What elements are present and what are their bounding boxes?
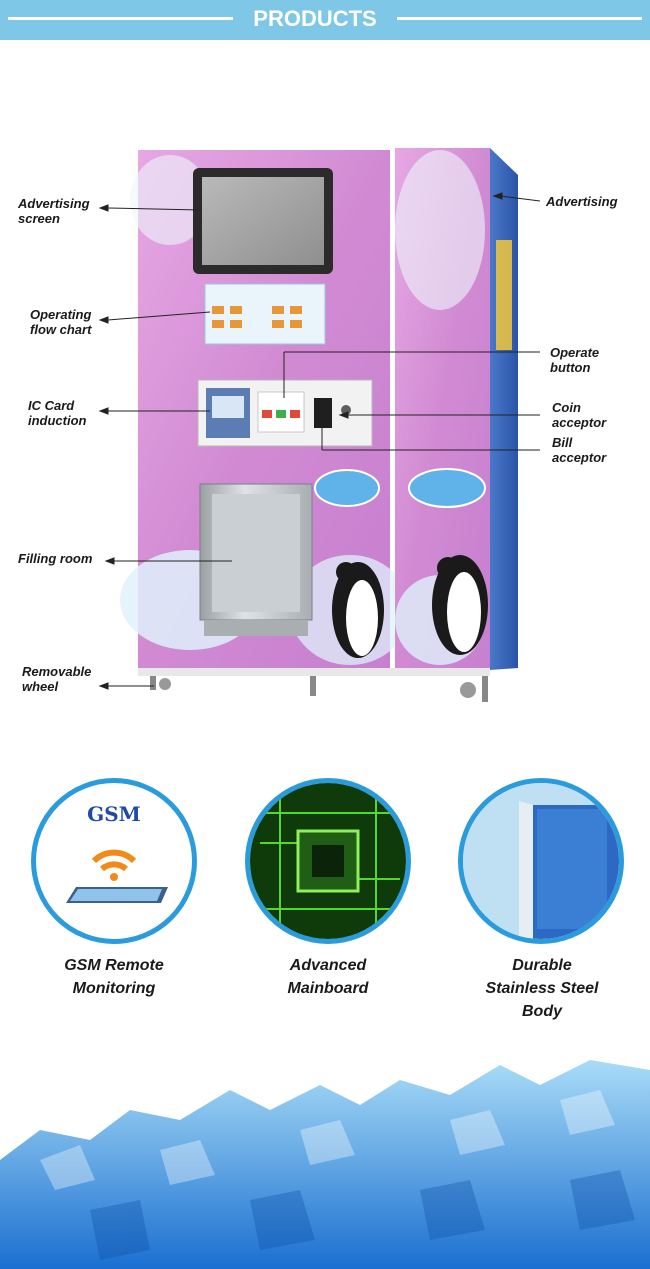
bill-acceptor-slot bbox=[314, 398, 332, 428]
callout-operating-flow-chart: Operating flow chart bbox=[30, 307, 92, 337]
gsm-badge: GSM bbox=[87, 802, 141, 826]
ice-logo-left bbox=[314, 469, 380, 507]
ice-vending-machine bbox=[98, 148, 541, 702]
control-panel bbox=[197, 379, 373, 447]
feature-gsm-label: GSM Remote Monitoring bbox=[64, 957, 164, 997]
feature-mainboard-circle bbox=[245, 778, 411, 944]
header-divider-right bbox=[397, 17, 642, 20]
advertising-screen bbox=[193, 168, 333, 274]
wheel-center bbox=[310, 676, 316, 696]
callout-ic-card: IC Card induction bbox=[28, 398, 87, 428]
callout-filling-room: Filling room bbox=[18, 551, 93, 566]
callout-bill-acceptor: Bill acceptor bbox=[552, 435, 607, 465]
machine-side-panel bbox=[490, 148, 518, 670]
wheel-left bbox=[150, 676, 171, 690]
penguin-right bbox=[432, 555, 488, 655]
feature-steel-circle bbox=[458, 778, 624, 944]
page-title: PRODUCTS bbox=[253, 6, 377, 31]
callout-advertising-screen: Advertising screen bbox=[18, 196, 90, 226]
callout-coin-acceptor: Coin acceptor bbox=[552, 400, 607, 430]
callout-advertising: Advertising bbox=[546, 194, 618, 209]
callout-removable-wheel: Removable wheel bbox=[22, 664, 92, 694]
ice-logo-right bbox=[408, 468, 486, 508]
gsm-icon: GSM bbox=[66, 802, 168, 903]
header-bar bbox=[0, 0, 650, 40]
header-divider-left bbox=[8, 17, 233, 20]
callout-lines bbox=[98, 192, 541, 690]
penguin-left bbox=[332, 562, 384, 658]
callout-operate-button: Operate button bbox=[550, 345, 600, 375]
mainboard-icon bbox=[250, 783, 406, 939]
operating-flow-chart bbox=[204, 283, 326, 345]
filling-room bbox=[199, 483, 313, 636]
wheel-right bbox=[460, 676, 488, 702]
ice-cubes-decoration bbox=[0, 1060, 650, 1269]
feature-steel-label: Durable Stainless Steel Body bbox=[485, 957, 599, 1020]
feature-mainboard-label: Advanced Mainboard bbox=[287, 957, 369, 997]
steel-body-icon bbox=[463, 783, 619, 939]
machine-base bbox=[138, 668, 490, 676]
feature-gsm-circle: GSM bbox=[31, 778, 197, 944]
